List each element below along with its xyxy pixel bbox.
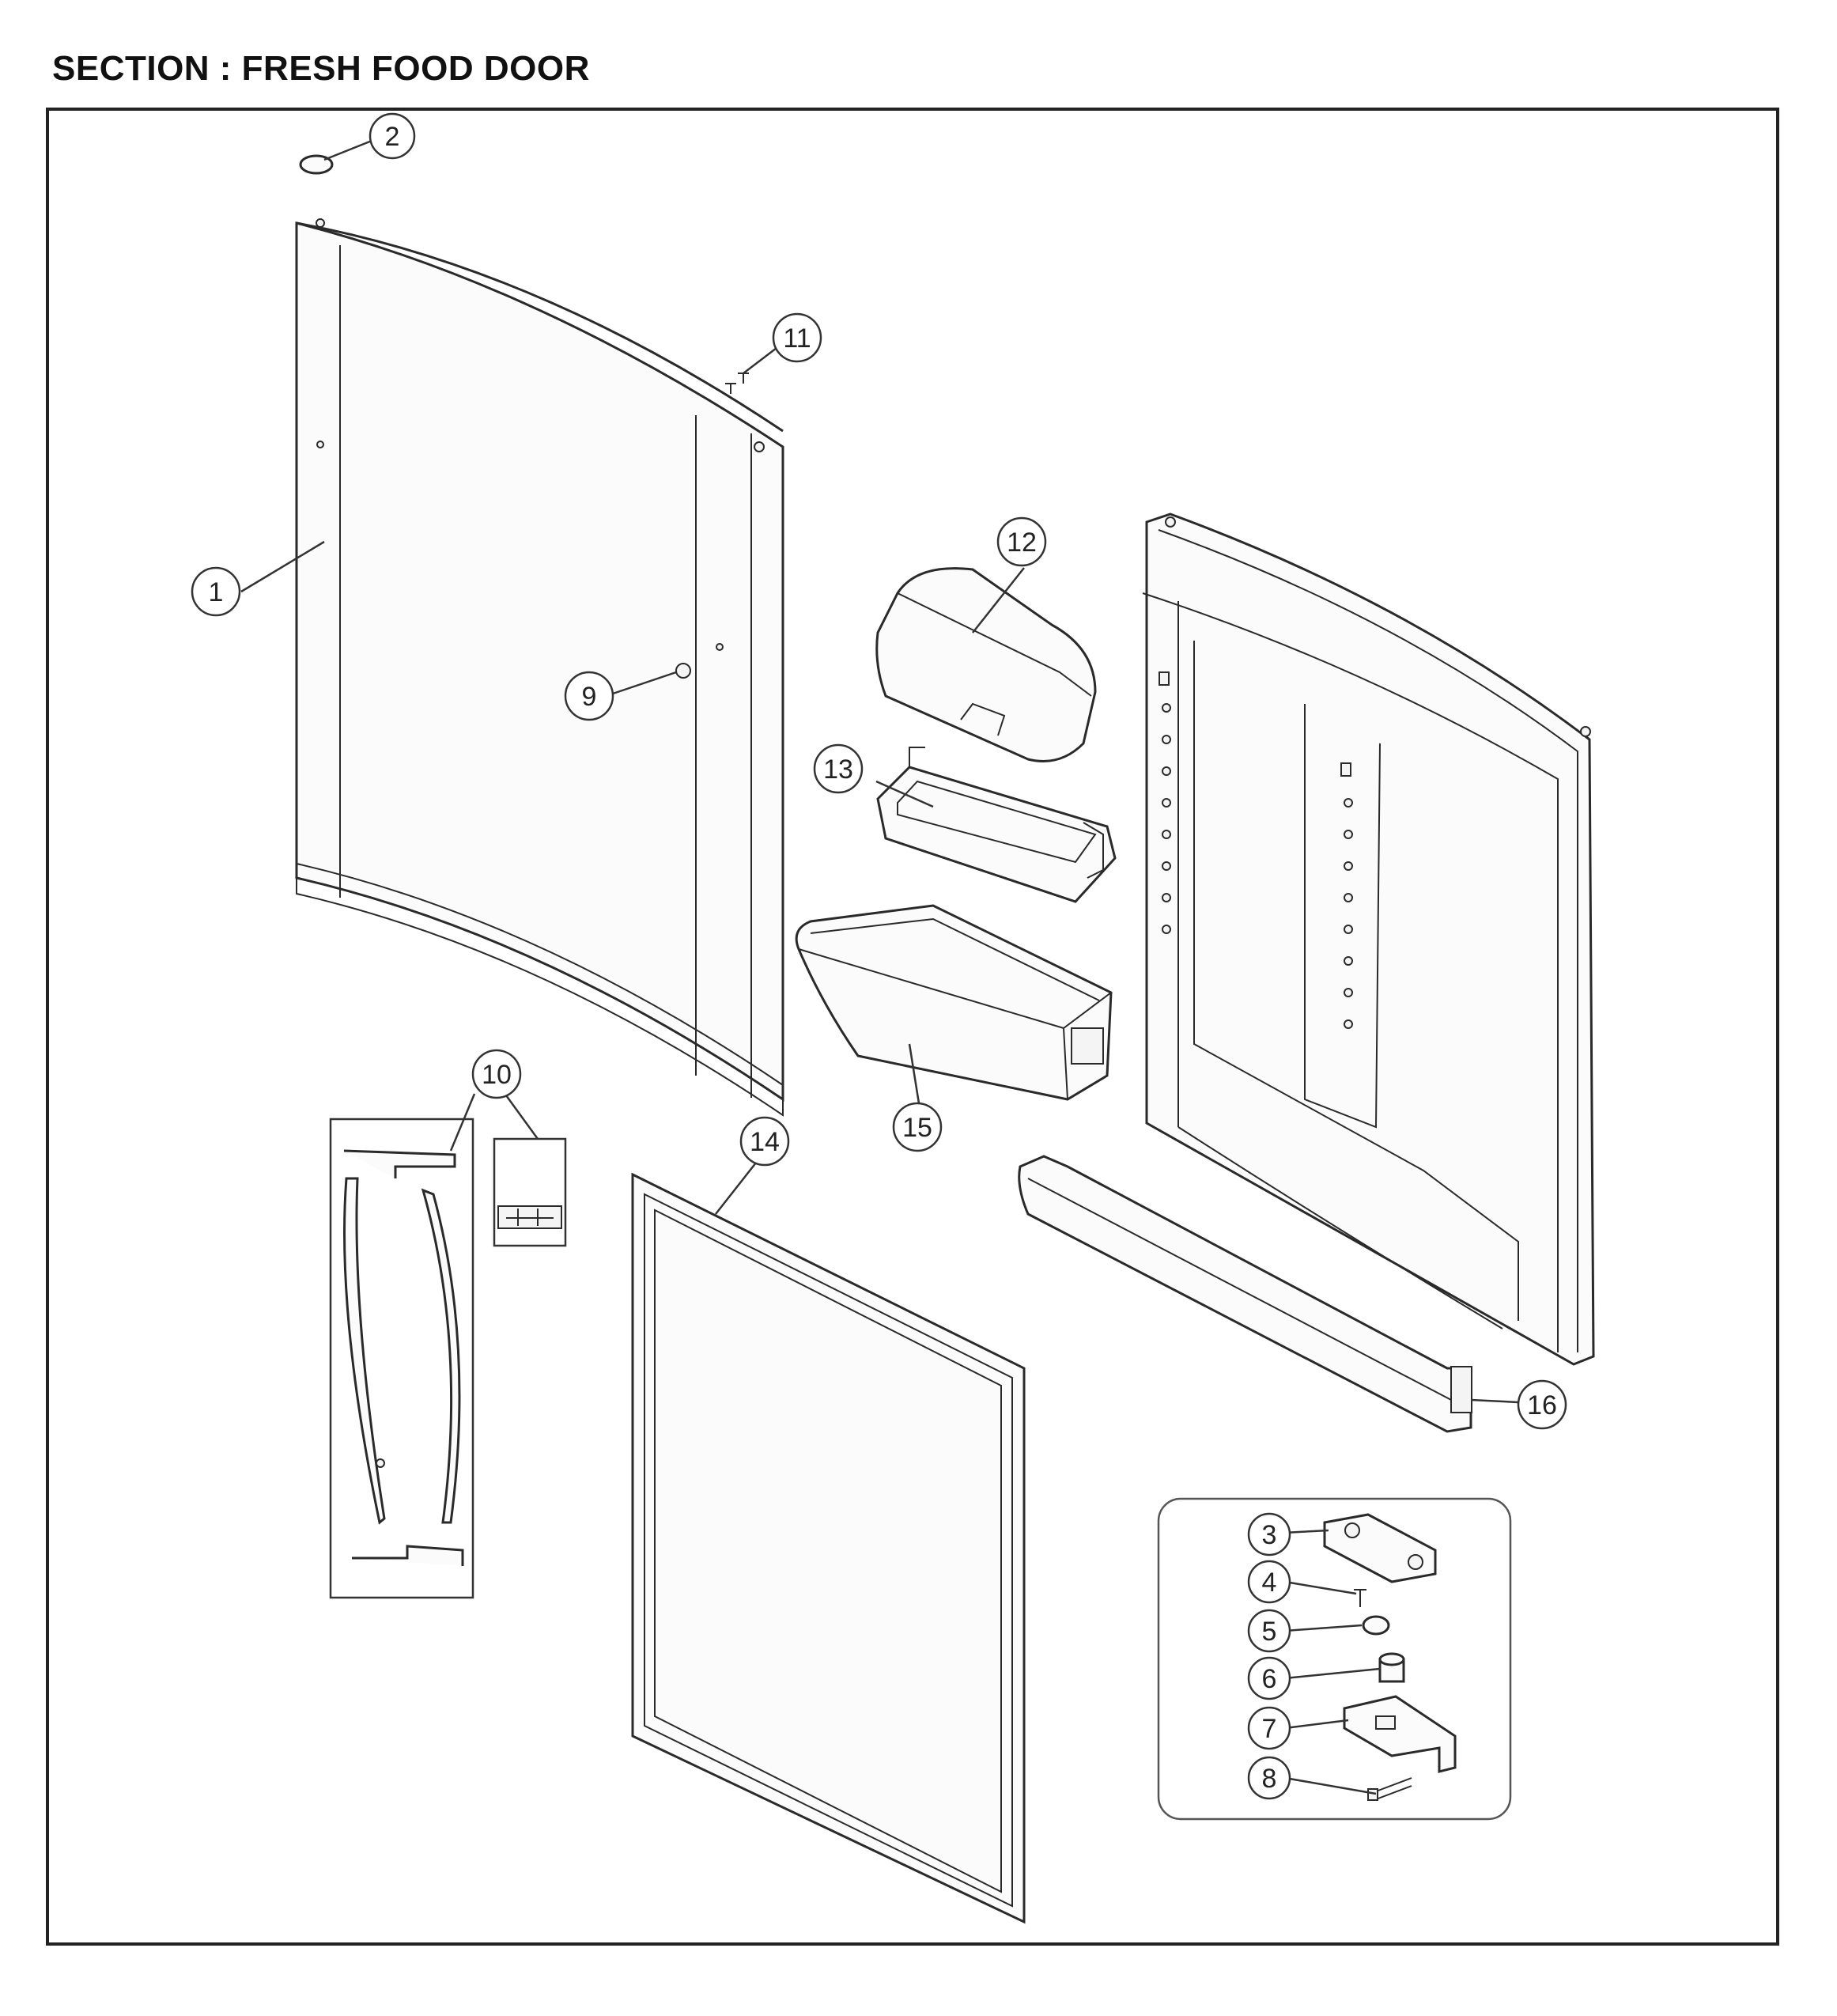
callout-label: 3 — [1262, 1520, 1277, 1550]
callout-label: 12 — [1007, 528, 1037, 558]
callout-16: 16 — [1517, 1379, 1567, 1430]
callout-label: 9 — [582, 682, 597, 712]
callout-label: 13 — [823, 755, 853, 785]
part-door-outer — [295, 218, 784, 1117]
callout-label: 2 — [385, 122, 400, 152]
callout-14: 14 — [739, 1116, 790, 1167]
part-gasket — [631, 1172, 1026, 1924]
callout-label: 14 — [750, 1127, 780, 1157]
part-door-bin — [795, 904, 1113, 1101]
callout-4: 4 — [1247, 1560, 1291, 1604]
callout-10: 10 — [471, 1049, 522, 1099]
callout-7: 7 — [1247, 1706, 1291, 1750]
callout-label: 8 — [1262, 1764, 1277, 1794]
callout-label: 5 — [1262, 1617, 1277, 1647]
callout-13: 13 — [813, 743, 864, 794]
callout-1: 1 — [191, 566, 241, 617]
part-hinge-assembly — [1157, 1497, 1512, 1821]
callout-2: 2 — [369, 112, 416, 160]
callout-11: 11 — [772, 312, 822, 363]
callout-label: 6 — [1262, 1664, 1277, 1694]
callout-6: 6 — [1247, 1656, 1291, 1700]
callout-12: 12 — [996, 516, 1047, 567]
callout-label: 11 — [783, 323, 811, 354]
callout-15: 15 — [892, 1102, 943, 1152]
callout-label: 15 — [902, 1113, 932, 1143]
diagram-frame — [46, 108, 1779, 1946]
part-handle-assembly — [329, 1118, 567, 1599]
section-title: SECTION : FRESH FOOD DOOR — [52, 49, 590, 88]
part-door-liner — [1142, 513, 1595, 1366]
callout-label: 1 — [209, 577, 224, 607]
callout-label: 4 — [1262, 1568, 1277, 1598]
part-long-shelf — [1018, 1155, 1472, 1433]
callout-3: 3 — [1247, 1512, 1291, 1556]
callout-5: 5 — [1247, 1609, 1291, 1653]
leader-lines — [240, 139, 1519, 1795]
part-screws-11 — [725, 373, 749, 394]
part-small-bin — [876, 747, 1117, 903]
callout-8: 8 — [1247, 1756, 1291, 1800]
callout-label: 10 — [482, 1060, 512, 1090]
callout-9: 9 — [564, 671, 614, 721]
part-cap — [299, 154, 334, 175]
part-dairy-cover — [875, 567, 1097, 762]
callout-label: 7 — [1262, 1714, 1277, 1744]
callout-label: 16 — [1527, 1390, 1557, 1420]
